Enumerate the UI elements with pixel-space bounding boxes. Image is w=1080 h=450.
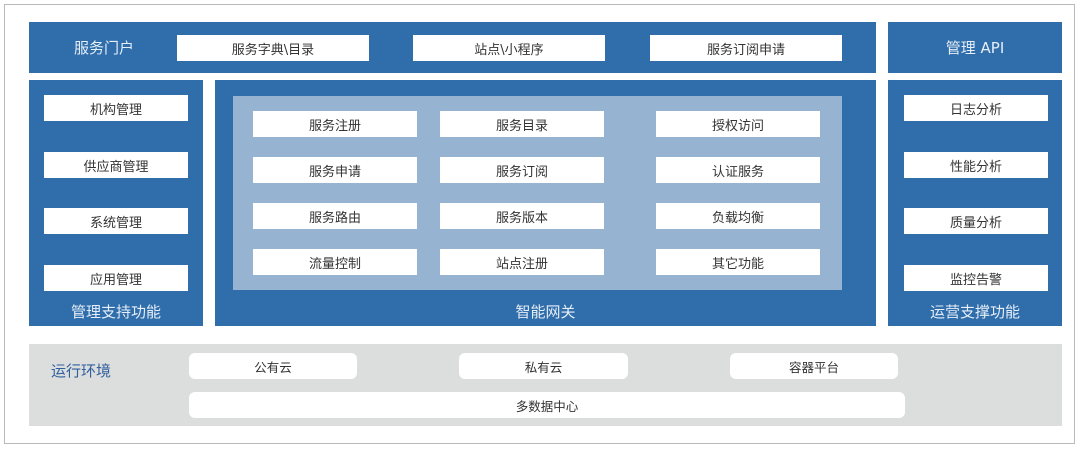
mgmt-item-organization[interactable]: 机构管理 [44,95,188,121]
runtime-item-container-platform[interactable]: 容器平台 [730,353,898,379]
gateway-inner-area: 服务注册 服务目录 授权访问 服务申请 服务订阅 认证服务 服务路由 服务版本 … [233,96,842,290]
gateway-item-other-functions[interactable]: 其它功能 [656,249,820,275]
runtime-environment-band: 运行环境 公有云 私有云 容器平台 多数据中心 [29,344,1062,426]
ops-item-quality-analysis[interactable]: 质量分析 [904,208,1048,234]
gateway-item-service-request[interactable]: 服务申请 [253,157,417,183]
portal-item-subscription-request[interactable]: 服务订阅申请 [650,35,842,61]
operations-support-label: 运营支撑功能 [929,302,1020,321]
management-api-box: 管理 API [888,22,1062,73]
operations-support-panel: 日志分析 性能分析 质量分析 监控告警 运营支撑功能 [888,80,1062,326]
gateway-item-service-register[interactable]: 服务注册 [253,111,417,137]
portal-item-dictionary[interactable]: 服务字典\目录 [177,35,369,61]
ops-item-performance-analysis[interactable]: 性能分析 [904,152,1048,178]
runtime-item-multi-datacenter[interactable]: 多数据中心 [189,392,905,418]
ops-item-monitoring-alerts[interactable]: 监控告警 [904,265,1048,291]
ops-item-log-analysis[interactable]: 日志分析 [904,95,1048,121]
gateway-item-service-subscribe[interactable]: 服务订阅 [440,157,604,183]
gateway-item-service-routing[interactable]: 服务路由 [253,203,417,229]
portal-item-site-miniprogram[interactable]: 站点\小程序 [413,35,605,61]
gateway-item-service-catalog[interactable]: 服务目录 [440,111,604,137]
runtime-item-public-cloud[interactable]: 公有云 [189,353,357,379]
mgmt-item-supplier[interactable]: 供应商管理 [44,152,188,178]
runtime-item-private-cloud[interactable]: 私有云 [459,353,628,379]
management-api-label: 管理 API [945,39,1005,57]
gateway-item-auth-service[interactable]: 认证服务 [656,157,820,183]
service-portal-label: 服务门户 [73,39,134,57]
mgmt-item-system[interactable]: 系统管理 [44,208,188,234]
gateway-item-service-version[interactable]: 服务版本 [440,203,604,229]
management-support-label: 管理支持功能 [70,302,161,321]
smart-gateway-label: 智能网关 [515,302,576,321]
smart-gateway-panel: 服务注册 服务目录 授权访问 服务申请 服务订阅 认证服务 服务路由 服务版本 … [215,80,876,326]
service-portal-bar: 服务门户 服务字典\目录 站点\小程序 服务订阅申请 [29,22,876,73]
gateway-item-authorized-access[interactable]: 授权访问 [656,111,820,137]
gateway-item-load-balancing[interactable]: 负载均衡 [656,203,820,229]
runtime-environment-label: 运行环境 [51,362,112,380]
gateway-item-traffic-control[interactable]: 流量控制 [253,249,417,275]
management-support-panel: 机构管理 供应商管理 系统管理 应用管理 管理支持功能 [29,80,203,326]
mgmt-item-application[interactable]: 应用管理 [44,265,188,291]
gateway-item-site-register[interactable]: 站点注册 [440,249,604,275]
